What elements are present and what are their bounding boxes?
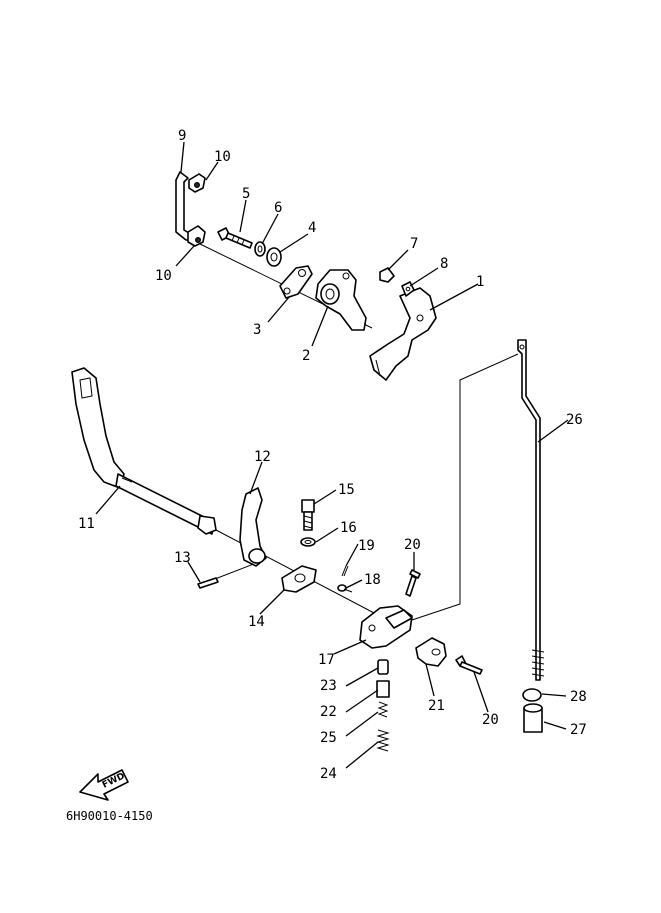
part-label-10-bottom: 10 bbox=[155, 268, 172, 284]
part-label-12: 12 bbox=[254, 449, 271, 465]
part-label-4: 4 bbox=[308, 220, 316, 236]
part-label-17: 17 bbox=[318, 652, 335, 668]
cotter-pin-part-19 bbox=[341, 565, 349, 577]
joint-part-14 bbox=[281, 565, 317, 593]
lever-part-12 bbox=[239, 487, 267, 567]
collar-part-4 bbox=[266, 247, 282, 267]
shift-cam-part-17 bbox=[359, 605, 413, 649]
screw-part-20-upper bbox=[405, 569, 421, 597]
part-label-14: 14 bbox=[248, 614, 265, 630]
drawing-code: 6H90010-4150 bbox=[66, 809, 153, 823]
leader-lines bbox=[95, 141, 569, 769]
part-label-9: 9 bbox=[178, 128, 186, 144]
part-label-1: 1 bbox=[476, 274, 484, 290]
spring-part-25 bbox=[377, 701, 389, 718]
part-label-8: 8 bbox=[440, 256, 448, 272]
washer-part-16 bbox=[300, 537, 316, 547]
bracket-part-21 bbox=[415, 637, 447, 667]
part-label-20-bottom: 20 bbox=[482, 712, 499, 728]
shift-lever-part-2 bbox=[315, 269, 367, 331]
part-label-22: 22 bbox=[320, 704, 337, 720]
part-label-18: 18 bbox=[364, 572, 381, 588]
part-label-2: 2 bbox=[302, 348, 310, 364]
part-label-24: 24 bbox=[320, 766, 337, 782]
part-label-5: 5 bbox=[242, 186, 250, 202]
lever-plate-part-3 bbox=[279, 265, 313, 299]
screw-part-20-lower bbox=[455, 655, 483, 675]
washer-part-6 bbox=[254, 241, 266, 257]
shift-rod-part-26 bbox=[517, 339, 545, 681]
part-label-11: 11 bbox=[78, 516, 95, 532]
part-label-3: 3 bbox=[253, 322, 261, 338]
shift-handle-part-11 bbox=[71, 367, 217, 535]
part-label-7: 7 bbox=[410, 236, 418, 252]
bolt-part-7 bbox=[379, 267, 395, 283]
part-label-28: 28 bbox=[570, 689, 587, 705]
pin-part-13 bbox=[197, 577, 219, 589]
part-label-19: 19 bbox=[358, 538, 375, 554]
sleeve-part-22 bbox=[376, 680, 390, 698]
part-label-13: 13 bbox=[174, 550, 191, 566]
part-label-25: 25 bbox=[320, 730, 337, 746]
bracket-part-1 bbox=[369, 287, 437, 381]
part-label-20-top: 20 bbox=[404, 537, 421, 553]
part-label-27: 27 bbox=[570, 722, 587, 738]
clip-part-upper bbox=[188, 173, 206, 193]
part-number-labels: 9 10 10 5 6 4 7 8 1 3 2 26 12 15 11 16 1… bbox=[78, 128, 587, 782]
bushing-part-23 bbox=[377, 659, 389, 675]
part-label-26: 26 bbox=[566, 412, 583, 428]
part-label-21: 21 bbox=[428, 698, 445, 714]
part-label-16: 16 bbox=[340, 520, 357, 536]
part-label-10-top: 10 bbox=[214, 149, 231, 165]
bolt-part-15 bbox=[301, 499, 315, 531]
clip-part-lower bbox=[187, 225, 206, 247]
bolt-part-5 bbox=[217, 227, 253, 249]
spring-part-24 bbox=[376, 729, 390, 752]
part-label-23: 23 bbox=[320, 678, 337, 694]
part-label-6: 6 bbox=[274, 200, 282, 216]
part-label-15: 15 bbox=[338, 482, 355, 498]
grommet-part-28 bbox=[522, 688, 542, 702]
collar-part-27 bbox=[523, 703, 543, 733]
forward-arrow-icon: FWD bbox=[79, 769, 129, 801]
